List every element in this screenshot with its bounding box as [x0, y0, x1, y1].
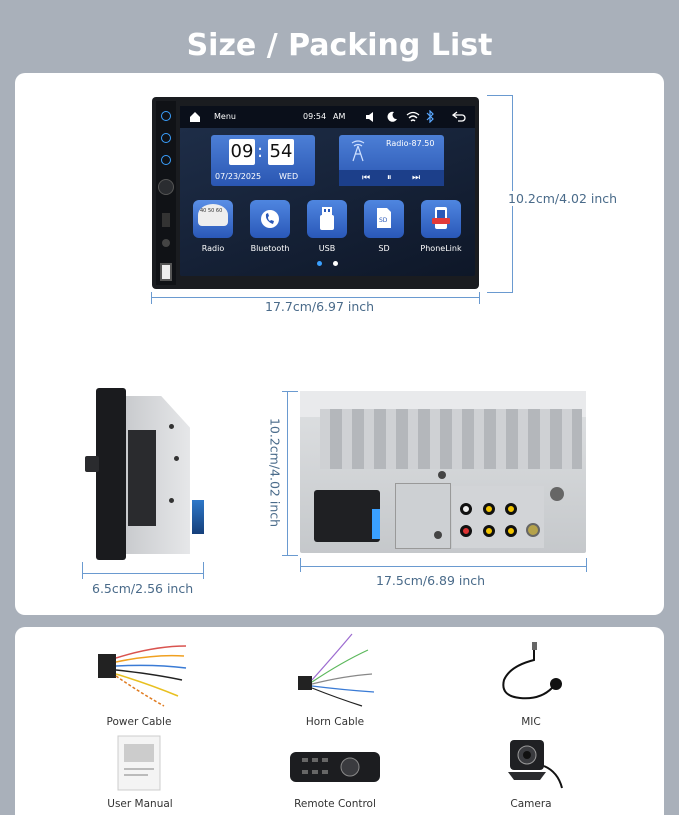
status-time: 09:54: [303, 112, 327, 121]
touch-screen[interactable]: Menu 09:54 AM 09 : 54 07/23/2025 WED Rad…: [180, 106, 475, 276]
front-width-label: 17.7cm/6.97 inch: [265, 299, 375, 314]
app-bluetooth-label: Bluetooth: [250, 244, 290, 253]
app-radio[interactable]: 40 50 60: [193, 200, 233, 238]
status-bar: [180, 106, 475, 128]
back-height-guide-bottom: [282, 555, 298, 556]
depth-guide-left: [82, 562, 83, 579]
horn-cable-image: [298, 633, 375, 707]
next-track-icon[interactable]: ⏭: [412, 173, 421, 183]
camera-image: [508, 740, 563, 789]
side-depth-label: 6.5cm/2.56 inch: [92, 581, 194, 596]
clock-date: 07/23/2025: [215, 172, 262, 181]
depth-guide-right: [203, 562, 204, 579]
height-guide-top: [487, 95, 513, 96]
volume-icon: [366, 112, 373, 122]
mode-button[interactable]: [161, 133, 171, 143]
radio-controls: [339, 170, 444, 186]
app-phonelink[interactable]: [421, 200, 461, 238]
mute-button[interactable]: [161, 155, 171, 165]
app-usb-label: USB: [318, 244, 336, 253]
back-width-line: [300, 566, 587, 567]
back-height-guide-top: [282, 391, 298, 392]
clock-separator: :: [257, 141, 264, 162]
app-sd-label: SD: [378, 244, 390, 253]
height-guide-bottom: [487, 292, 513, 293]
width-guide-left: [151, 292, 152, 304]
menu-label[interactable]: Menu: [214, 112, 236, 121]
app-usb[interactable]: [307, 200, 347, 238]
app-bluetooth[interactable]: [250, 200, 290, 238]
user-manual-image: [117, 735, 161, 791]
clock-hour: 09: [229, 139, 255, 165]
pause-icon[interactable]: ⏸: [387, 173, 392, 183]
camera-label: Camera: [510, 798, 552, 810]
antenna-icon: [351, 140, 365, 162]
power-cable-label: Power Cable: [106, 716, 172, 728]
page-title: Size / Packing List: [186, 28, 493, 63]
back-icon[interactable]: [452, 111, 466, 123]
volume-knob[interactable]: [158, 179, 174, 195]
head-unit-side: [82, 388, 207, 560]
usb-icon: [320, 207, 334, 230]
app-sd[interactable]: SD: [364, 200, 404, 238]
back-width-label: 17.5cm/6.89 inch: [376, 573, 486, 588]
sd-slot: [162, 213, 170, 227]
radio-station: Radio-87.50: [386, 139, 435, 148]
power-button[interactable]: [161, 111, 171, 121]
radio-dial-scale: 40 50 60: [200, 208, 223, 214]
aux-port: [162, 239, 170, 247]
remote-control-image: [290, 752, 380, 782]
clock-weekday: WED: [279, 172, 299, 181]
moon-icon: [387, 111, 397, 122]
remote-control-label: Remote Control: [294, 798, 376, 810]
page-dot[interactable]: [333, 261, 338, 266]
power-cable-image: [98, 645, 187, 707]
page-dot-active[interactable]: [317, 261, 322, 266]
button-panel: [156, 101, 176, 285]
status-ampm: AM: [333, 112, 346, 121]
width-line: [151, 297, 480, 298]
clock-widget[interactable]: 09 : 54 07/23/2025 WED: [211, 135, 315, 186]
clock-minute: 54: [268, 139, 294, 165]
wifi-icon: [406, 111, 420, 122]
depth-line: [82, 573, 204, 574]
sd-card-icon: SD: [377, 208, 391, 228]
app-radio-label: Radio: [201, 244, 225, 253]
radio-dial-icon: 40 50 60: [198, 204, 228, 226]
front-height-label: 10.2cm/4.02 inch: [507, 191, 619, 206]
app-phonelink-label: PhoneLink: [420, 244, 462, 253]
back-height-line: [287, 391, 288, 556]
prev-track-icon[interactable]: ⏮: [362, 173, 371, 183]
user-manual-label: User Manual: [107, 798, 173, 810]
home-icon[interactable]: [189, 111, 201, 123]
width-guide-right: [479, 292, 480, 304]
head-unit-back: [300, 391, 586, 553]
phonelink-icon: [432, 207, 450, 229]
bluetooth-icon: [426, 110, 434, 123]
horn-cable-label: Horn Cable: [305, 716, 365, 728]
back-width-guide-left: [300, 558, 301, 572]
radio-widget[interactable]: Radio-87.50 ⏮ ⏸ ⏭: [339, 135, 444, 186]
phone-icon: [261, 210, 279, 228]
usb-port: [160, 263, 172, 281]
mic-label: MIC: [521, 716, 541, 728]
back-height-label: 10.2cm/4.02 inch: [267, 417, 283, 528]
back-width-guide-right: [586, 558, 587, 572]
svg-text:SD: SD: [379, 217, 388, 224]
mic-image: [502, 642, 562, 700]
